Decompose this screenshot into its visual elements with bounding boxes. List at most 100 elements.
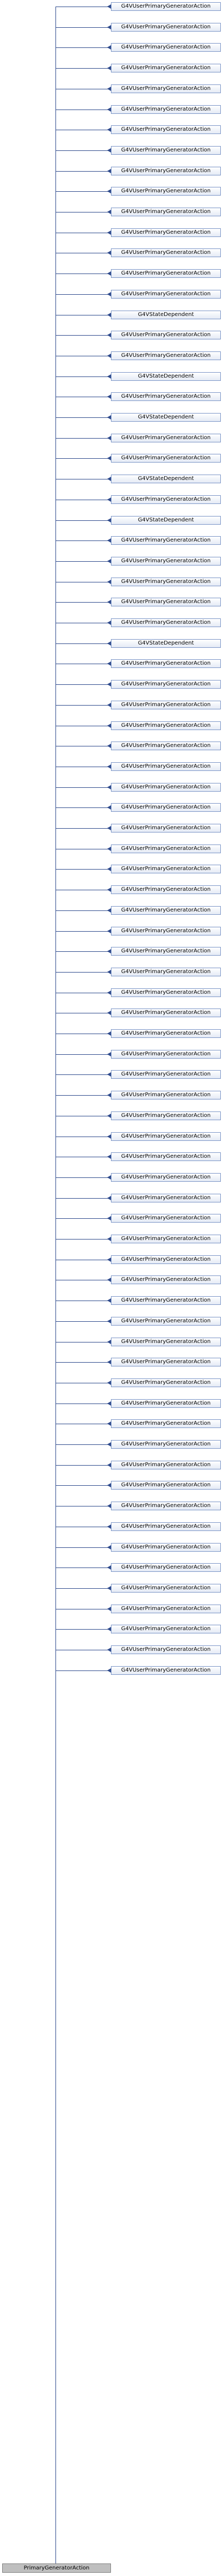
parent-class-box[interactable]: G4VUserPrimaryGeneratorAction: [111, 1194, 221, 1202]
parent-class-box[interactable]: G4VUserPrimaryGeneratorAction: [111, 557, 221, 566]
parent-class-box[interactable]: G4VUserPrimaryGeneratorAction: [111, 1275, 221, 1284]
parent-class-box[interactable]: G4VStateDependent: [111, 413, 221, 422]
parent-class-label: G4VUserPrimaryGeneratorAction: [121, 209, 211, 215]
parent-class-box[interactable]: G4VUserPrimaryGeneratorAction: [111, 1399, 221, 1408]
branch-line: [55, 910, 111, 911]
parent-class-box[interactable]: G4VUserPrimaryGeneratorAction: [111, 1645, 221, 1654]
parent-class-box[interactable]: G4VUserPrimaryGeneratorAction: [111, 927, 221, 935]
parent-class-box[interactable]: G4VStateDependent: [111, 516, 221, 525]
arrowhead-icon: [107, 436, 111, 440]
parent-class-box[interactable]: G4VUserPrimaryGeneratorAction: [111, 578, 221, 586]
parent-class-label: G4VUserPrimaryGeneratorAction: [121, 558, 211, 564]
parent-class-box[interactable]: G4VUserPrimaryGeneratorAction: [111, 824, 221, 833]
parent-class-box[interactable]: G4VUserPrimaryGeneratorAction: [111, 187, 221, 196]
parent-class-box[interactable]: G4VUserPrimaryGeneratorAction: [111, 845, 221, 853]
parent-class-box[interactable]: G4VUserPrimaryGeneratorAction: [111, 1214, 221, 1223]
parent-class-box[interactable]: G4VUserPrimaryGeneratorAction: [111, 618, 221, 627]
parent-class-box[interactable]: G4VUserPrimaryGeneratorAction: [111, 269, 221, 278]
parent-class-box[interactable]: G4VUserPrimaryGeneratorAction: [111, 105, 221, 114]
parent-class-box[interactable]: G4VUserPrimaryGeneratorAction: [111, 1050, 221, 1059]
arrowhead-icon: [107, 703, 111, 707]
parent-class-box[interactable]: G4VUserPrimaryGeneratorAction: [111, 1029, 221, 1038]
parent-class-label: G4VUserPrimaryGeneratorAction: [121, 969, 211, 975]
parent-class-label: G4VUserPrimaryGeneratorAction: [121, 1667, 211, 1673]
parent-class-box[interactable]: G4VUserPrimaryGeneratorAction: [111, 1584, 221, 1593]
parent-class-box[interactable]: G4VUserPrimaryGeneratorAction: [111, 290, 221, 299]
parent-class-label: G4VUserPrimaryGeneratorAction: [121, 1441, 211, 1447]
parent-class-box[interactable]: G4VUserPrimaryGeneratorAction: [111, 2, 221, 11]
parent-class-box[interactable]: G4VUserPrimaryGeneratorAction: [111, 536, 221, 545]
parent-class-box[interactable]: G4VUserPrimaryGeneratorAction: [111, 1070, 221, 1079]
root-class-box[interactable]: PrimaryGeneratorAction: [2, 2563, 111, 2573]
parent-class-box[interactable]: G4VUserPrimaryGeneratorAction: [111, 351, 221, 360]
parent-class-box[interactable]: G4VUserPrimaryGeneratorAction: [111, 1338, 221, 1346]
parent-class-box[interactable]: G4VUserPrimaryGeneratorAction: [111, 208, 221, 216]
parent-class-label: G4VUserPrimaryGeneratorAction: [121, 1462, 211, 1468]
parent-class-box[interactable]: G4VUserPrimaryGeneratorAction: [111, 228, 221, 237]
parent-class-box[interactable]: G4VUserPrimaryGeneratorAction: [111, 885, 221, 894]
parent-class-box[interactable]: G4VUserPrimaryGeneratorAction: [111, 598, 221, 606]
parent-class-box[interactable]: G4VUserPrimaryGeneratorAction: [111, 392, 221, 401]
parent-class-box[interactable]: G4VUserPrimaryGeneratorAction: [111, 988, 221, 997]
parent-class-box[interactable]: G4VUserPrimaryGeneratorAction: [111, 1173, 221, 1182]
parent-class-box[interactable]: G4VUserPrimaryGeneratorAction: [111, 783, 221, 792]
parent-class-box[interactable]: G4VUserPrimaryGeneratorAction: [111, 495, 221, 504]
parent-class-label: G4VUserPrimaryGeneratorAction: [121, 1297, 211, 1303]
parent-class-box[interactable]: G4VUserPrimaryGeneratorAction: [111, 1235, 221, 1243]
parent-class-label: G4VUserPrimaryGeneratorAction: [121, 681, 211, 687]
parent-class-box[interactable]: G4VUserPrimaryGeneratorAction: [111, 1502, 221, 1510]
parent-class-box[interactable]: G4VUserPrimaryGeneratorAction: [111, 167, 221, 175]
parent-class-box[interactable]: G4VUserPrimaryGeneratorAction: [111, 125, 221, 134]
parent-class-box[interactable]: G4VUserPrimaryGeneratorAction: [111, 659, 221, 668]
parent-class-box[interactable]: G4VUserPrimaryGeneratorAction: [111, 1605, 221, 1613]
parent-class-box[interactable]: G4VUserPrimaryGeneratorAction: [111, 1091, 221, 1099]
parent-class-box[interactable]: G4VUserPrimaryGeneratorAction: [111, 865, 221, 873]
branch-line: [55, 417, 111, 418]
parent-class-box[interactable]: G4VUserPrimaryGeneratorAction: [111, 1152, 221, 1161]
parent-class-box[interactable]: G4VUserPrimaryGeneratorAction: [111, 23, 221, 32]
parent-class-box[interactable]: G4VUserPrimaryGeneratorAction: [111, 1111, 221, 1120]
parent-class-box[interactable]: G4VUserPrimaryGeneratorAction: [111, 1378, 221, 1387]
parent-class-box[interactable]: G4VUserPrimaryGeneratorAction: [111, 1419, 221, 1428]
parent-class-box[interactable]: G4VUserPrimaryGeneratorAction: [111, 742, 221, 750]
parent-class-box[interactable]: G4VUserPrimaryGeneratorAction: [111, 1543, 221, 1552]
parent-class-box[interactable]: G4VUserPrimaryGeneratorAction: [111, 1440, 221, 1449]
parent-class-box[interactable]: G4VUserPrimaryGeneratorAction: [111, 331, 221, 339]
parent-class-box[interactable]: G4VUserPrimaryGeneratorAction: [111, 968, 221, 976]
parent-class-box[interactable]: G4VUserPrimaryGeneratorAction: [111, 1317, 221, 1326]
parent-class-box[interactable]: G4VUserPrimaryGeneratorAction: [111, 64, 221, 72]
parent-class-label: G4VUserPrimaryGeneratorAction: [121, 455, 211, 461]
arrowhead-icon: [107, 1319, 111, 1323]
parent-class-box[interactable]: G4VUserPrimaryGeneratorAction: [111, 146, 221, 155]
parent-class-box[interactable]: G4VStateDependent: [111, 372, 221, 381]
parent-class-box[interactable]: G4VUserPrimaryGeneratorAction: [111, 434, 221, 442]
parent-class-box[interactable]: G4VStateDependent: [111, 475, 221, 483]
arrowhead-icon: [107, 1565, 111, 1570]
parent-class-box[interactable]: G4VUserPrimaryGeneratorAction: [111, 906, 221, 915]
parent-class-box[interactable]: G4VUserPrimaryGeneratorAction: [111, 1132, 221, 1141]
parent-class-label: G4VUserPrimaryGeneratorAction: [121, 1030, 211, 1036]
parent-class-box[interactable]: G4VUserPrimaryGeneratorAction: [111, 1255, 221, 1264]
parent-class-label: G4VStateDependent: [138, 373, 194, 379]
parent-class-box[interactable]: G4VUserPrimaryGeneratorAction: [111, 762, 221, 771]
parent-class-box[interactable]: G4VStateDependent: [111, 311, 221, 319]
parent-class-box[interactable]: G4VUserPrimaryGeneratorAction: [111, 43, 221, 52]
parent-class-box[interactable]: G4VUserPrimaryGeneratorAction: [111, 1296, 221, 1305]
parent-class-box[interactable]: G4VUserPrimaryGeneratorAction: [111, 701, 221, 709]
parent-class-box[interactable]: G4VUserPrimaryGeneratorAction: [111, 721, 221, 730]
parent-class-box[interactable]: G4VUserPrimaryGeneratorAction: [111, 1481, 221, 1490]
parent-class-box[interactable]: G4VUserPrimaryGeneratorAction: [111, 947, 221, 956]
parent-class-box[interactable]: G4VUserPrimaryGeneratorAction: [111, 454, 221, 463]
parent-class-box[interactable]: G4VUserPrimaryGeneratorAction: [111, 1522, 221, 1531]
parent-class-box[interactable]: G4VUserPrimaryGeneratorAction: [111, 84, 221, 93]
parent-class-box[interactable]: G4VUserPrimaryGeneratorAction: [111, 803, 221, 812]
parent-class-box[interactable]: G4VUserPrimaryGeneratorAction: [111, 1666, 221, 1675]
parent-class-box[interactable]: G4VUserPrimaryGeneratorAction: [111, 1625, 221, 1633]
parent-class-box[interactable]: G4VUserPrimaryGeneratorAction: [111, 680, 221, 689]
parent-class-box[interactable]: G4VUserPrimaryGeneratorAction: [111, 1563, 221, 1572]
parent-class-box[interactable]: G4VUserPrimaryGeneratorAction: [111, 1358, 221, 1366]
parent-class-box[interactable]: G4VUserPrimaryGeneratorAction: [111, 1461, 221, 1469]
parent-class-box[interactable]: G4VUserPrimaryGeneratorAction: [111, 1008, 221, 1017]
parent-class-box[interactable]: G4VStateDependent: [111, 639, 221, 648]
parent-class-box[interactable]: G4VUserPrimaryGeneratorAction: [111, 248, 221, 257]
